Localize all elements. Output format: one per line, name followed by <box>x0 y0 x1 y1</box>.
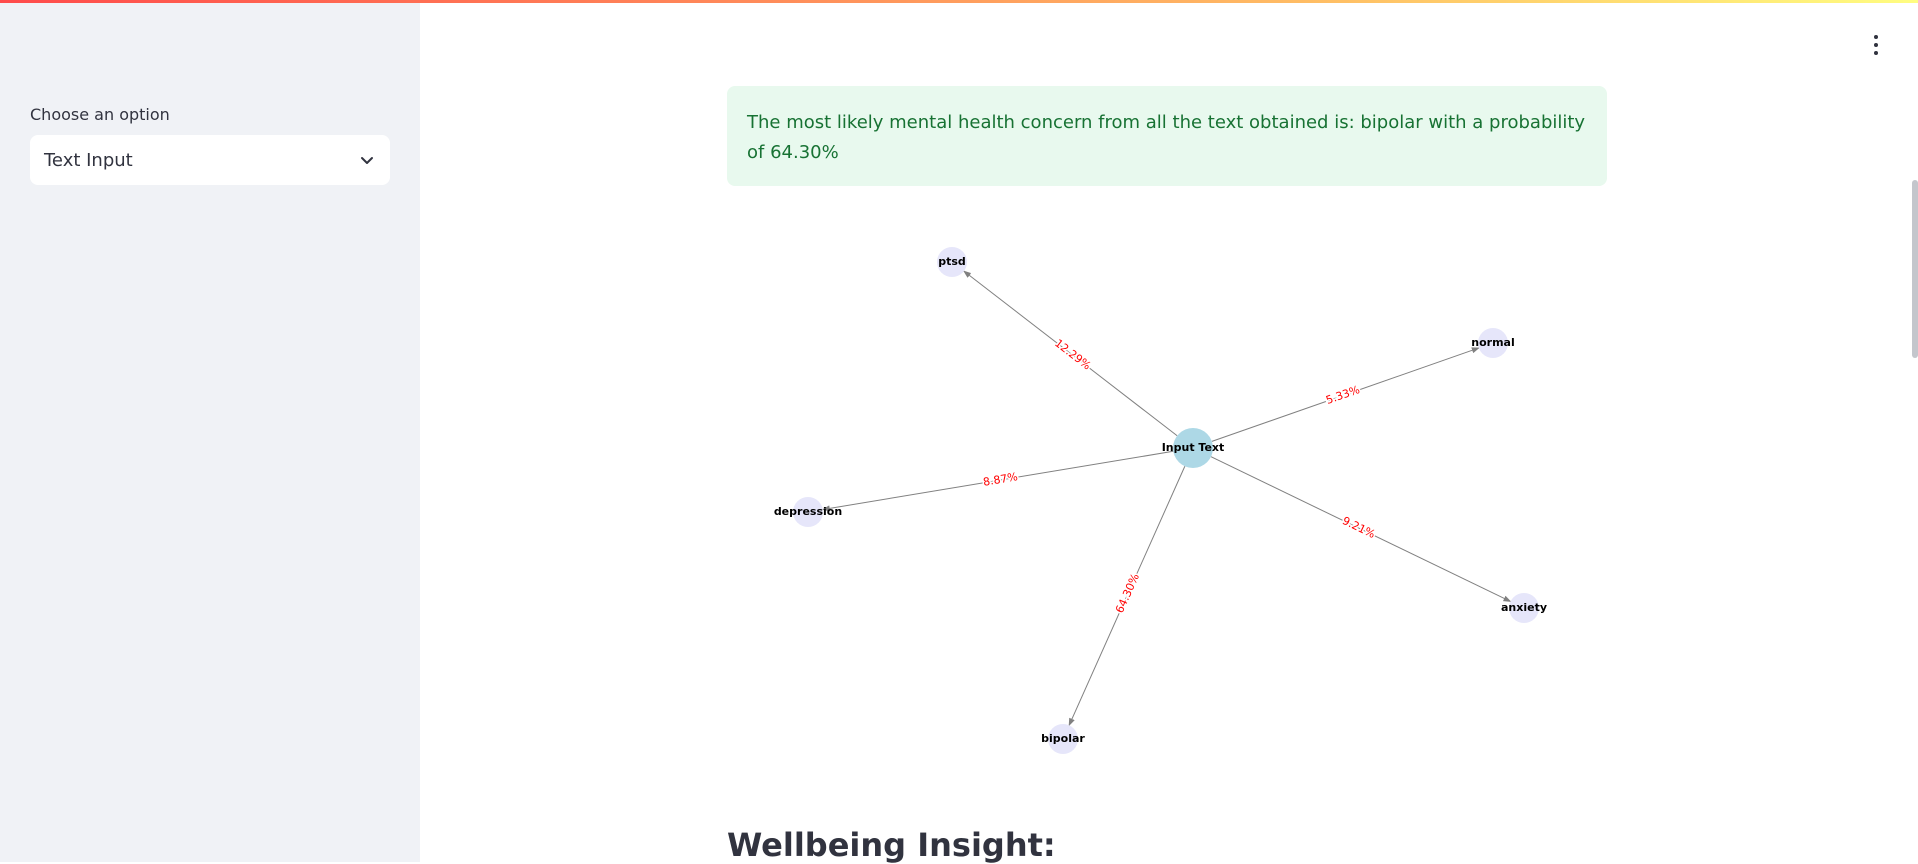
node-label-ptsd: ptsd <box>938 255 966 268</box>
main-content: The most likely mental health concern fr… <box>420 0 1918 864</box>
sidebar: Choose an option Text Input <box>0 0 420 862</box>
select-label: Choose an option <box>30 105 170 124</box>
node-label-input-text: Input Text <box>1162 441 1225 454</box>
edge-label-normal: 5.33% <box>1324 383 1361 407</box>
node-bipolar <box>1048 724 1078 754</box>
edge-ptsd <box>963 270 1178 437</box>
select-value: Text Input <box>44 149 133 171</box>
result-alert: The most likely mental health concern fr… <box>727 86 1607 186</box>
edge-normal <box>1211 347 1480 442</box>
edge-depression <box>821 450 1174 512</box>
result-alert-text: The most likely mental health concern fr… <box>747 112 1586 163</box>
node-depression <box>793 497 823 527</box>
vertical-ellipsis-icon <box>1874 35 1878 39</box>
edge-label-anxiety: 9.21% <box>1340 514 1377 541</box>
node-anxiety <box>1509 593 1539 623</box>
top-decoration-bar <box>0 0 1918 3</box>
section-heading: Wellbeing Insight: <box>727 826 1056 864</box>
node-ptsd <box>937 247 967 277</box>
scrollbar[interactable] <box>1912 180 1918 358</box>
edge-bipolar <box>1068 466 1186 727</box>
option-select[interactable]: Text Input <box>30 135 390 185</box>
edge-label-depression: 8.87% <box>982 470 1019 489</box>
edge-label-ptsd: 12.29% <box>1052 337 1093 373</box>
edge-anxiety <box>1210 456 1512 602</box>
edge-label-bipolar: 64.30% <box>1113 571 1142 615</box>
node-label-depression: depression <box>774 505 842 518</box>
node-label-anxiety: anxiety <box>1501 601 1547 614</box>
node-input-text <box>1173 428 1213 468</box>
probability-network-graph: 12.29% 5.33% 8.87% 9.21% 64.30% ptsd normal de… <box>774 247 1547 754</box>
main-menu-button[interactable] <box>1866 32 1886 58</box>
node-label-bipolar: bipolar <box>1041 732 1085 745</box>
node-normal <box>1478 328 1508 358</box>
chevron-down-icon <box>358 151 376 169</box>
node-label-normal: normal <box>1471 336 1514 349</box>
